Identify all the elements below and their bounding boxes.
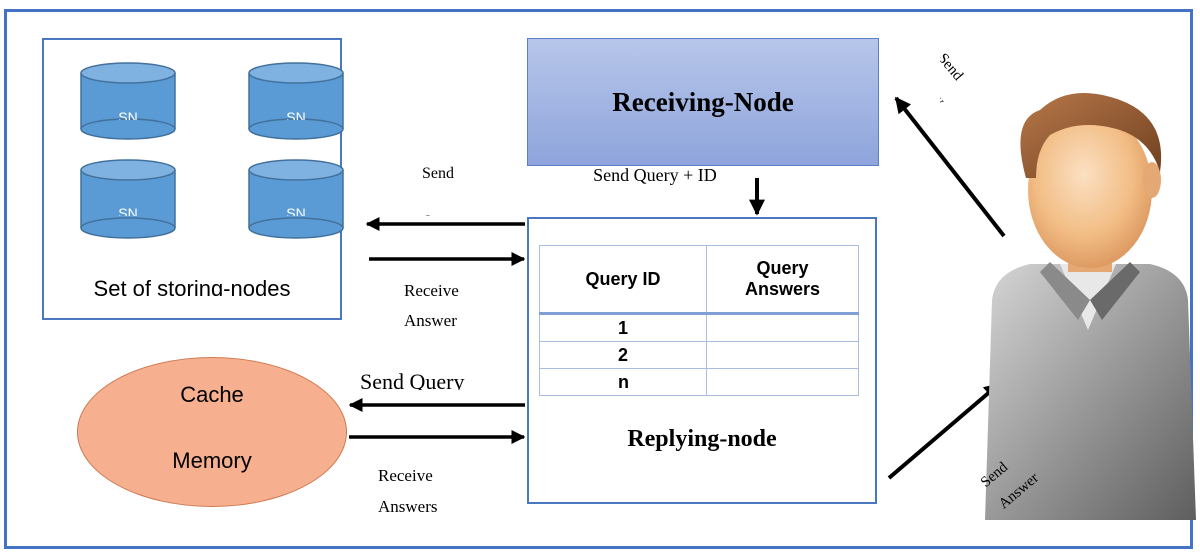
table-row: n <box>539 368 859 396</box>
table-cell-id: 2 <box>539 341 707 369</box>
cache-label-line2: Memory <box>172 448 252 473</box>
label-replying-to-cache: Send Query <box>360 369 465 391</box>
sn-label-clip-1: SN <box>81 106 175 120</box>
table-header-query-id: Query ID <box>539 245 707 314</box>
user-avatar-icon <box>985 92 1196 520</box>
sn-label-clip-2: SN <box>249 106 343 120</box>
table-cell-id: n <box>539 368 707 396</box>
cache-memory-ellipse <box>77 357 347 507</box>
table-cell-answer <box>706 368 859 396</box>
storing-node-label-3: SN <box>118 205 138 216</box>
label-cache-to-replying: Receive Answers <box>378 466 438 516</box>
storing-node-cylinder-1 <box>80 62 176 140</box>
label-storing-to-replying: Receive Answer <box>404 281 459 330</box>
storing-node-cylinder-2 <box>248 62 344 140</box>
sn-label-clip-3: SN <box>81 202 175 216</box>
replying-node-label: Replying-node <box>627 426 777 452</box>
label-replying-to-storing: Send Query <box>422 165 462 216</box>
table-cell-id: 1 <box>539 313 707 342</box>
receiving-node-box: Receiving-Node <box>527 38 879 166</box>
storing-node-label-4: SN <box>286 205 306 216</box>
receiving-node-label: Receiving-Node <box>612 86 794 117</box>
table-row: 1 <box>539 313 859 342</box>
label-rn-to-replying-clip: Send Query + ID <box>593 160 717 208</box>
diagram-frame <box>4 9 1193 549</box>
table-cell-answer <box>706 313 859 342</box>
label-replying-to-user: Send Answer <box>977 459 1042 510</box>
table-row: 2 <box>539 341 859 369</box>
storing-node-cylinder-3 <box>80 159 176 239</box>
storing-nodes-label-clip: Set of storing-nodes <box>44 272 340 296</box>
sn-label-clip-4: SN <box>249 202 343 216</box>
label-user-to-rn: Send Query <box>940 50 966 109</box>
query-table: Query ID Query Answers 1 2 n <box>539 245 859 396</box>
storing-node-label-2: SN <box>286 109 306 120</box>
table-cell-answer <box>706 341 859 369</box>
storing-node-label-1: SN <box>118 109 138 120</box>
label-replying-to-cache-clip: Send Query <box>356 368 506 391</box>
cache-label-line1: Cache <box>180 382 244 407</box>
storing-nodes-label: Set of storing-nodes <box>93 276 291 296</box>
arrow-user-to-rn <box>894 96 1006 238</box>
storing-node-cylinder-4 <box>248 159 344 239</box>
label-rn-to-replying: Send Query + ID <box>593 165 717 185</box>
table-header-query-answers: Query Answers <box>706 245 859 314</box>
label-user-to-rn-clip: Send Query <box>940 32 1030 132</box>
label-replying-to-user-clip: Send Answer <box>960 430 1070 510</box>
arrow-replying-to-user <box>887 382 1001 480</box>
label-replying-to-storing-clip: Send Query <box>404 150 500 216</box>
